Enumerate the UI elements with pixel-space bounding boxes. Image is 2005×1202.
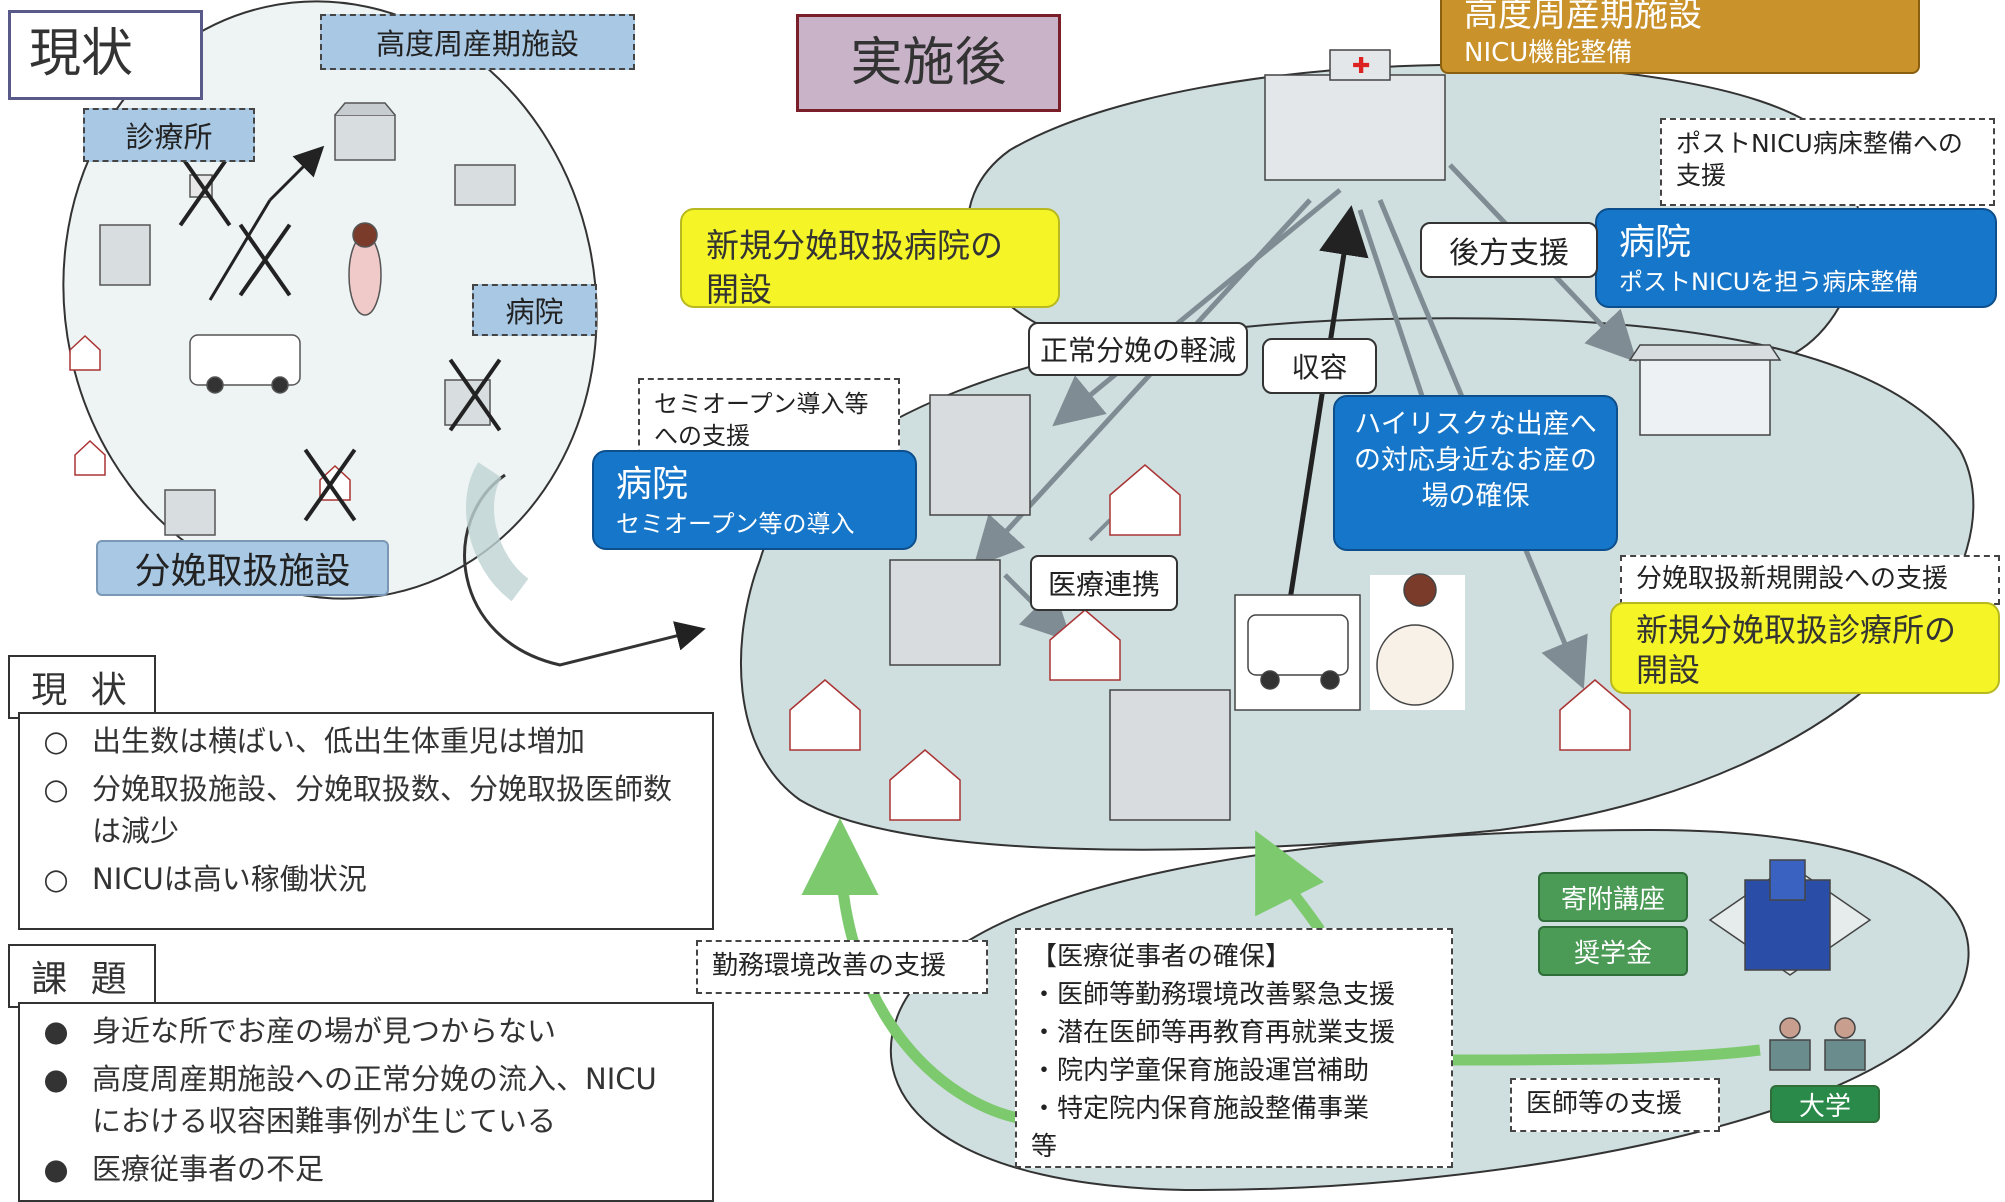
nicu-bubble-subtitle: NICU機能整備 [1464, 38, 1633, 68]
status-item: ○ 出生数は横ばい、低出生体重児は増加 [20, 720, 712, 762]
status-text: 出生数は横ばい、低出生体重児は増加 [92, 724, 586, 758]
university-label: 大学 [1770, 1085, 1880, 1123]
issues-header: 課 題 [8, 944, 156, 1008]
current-title: 現状 [8, 10, 203, 100]
secure-staff-item: ・院内学童保育施設運営補助 [1031, 1056, 1370, 1086]
issues-item: ● 医療従事者の不足 [20, 1148, 712, 1190]
tag-high-perinatal: 高度周産期施設 [320, 14, 635, 70]
tag-clinic: 診療所 [83, 108, 255, 162]
high-risk-bubble: ハイリスクな出産への対応身近なお産の場の確保 [1333, 395, 1618, 551]
issues-marker: ● [43, 1152, 69, 1186]
new-hospital-bubble: 新規分娩取扱病院の開設 [680, 208, 1060, 309]
work-env-support: 勤務環境改善の支援 [696, 940, 988, 994]
closed-facility-x-4 [295, 450, 365, 520]
backup-support-label: 後方支援 [1420, 222, 1598, 278]
secure-staff-box: 【医療従事者の確保】 ・医師等勤務環境改善緊急支援 ・潜在医師等再教育再就業支援… [1015, 928, 1453, 1168]
tag-hospital: 病院 [472, 284, 597, 336]
green-arrow-middle [1255, 830, 1325, 934]
status-body: ○ 出生数は横ばい、低出生体重児は増加 ○ 分娩取扱施設、分娩取扱数、分娩取扱医師数… [18, 712, 714, 930]
arrow-ambulance-to-nicu [1287, 205, 1369, 601]
nicu-bubble-title: 高度周産期施設 [1464, 0, 1702, 35]
semi-open-hospital-title: 病院 [616, 464, 689, 505]
semi-open-hospital-bubble: 病院 セミオープン等の導入 [592, 450, 917, 550]
nicu-bubble: 高度周産期施設 NICU機能整備 [1440, 0, 1920, 74]
issues-item: ● 身近な所でお産の場が見つからない [20, 1010, 712, 1052]
post-nicu-hospital-subtitle: ポストNICUを担う病床整備 [1619, 268, 1919, 296]
endowed-chair-box: 寄附講座 [1538, 872, 1688, 922]
status-marker: ○ [43, 772, 69, 806]
admission-label: 収容 [1262, 338, 1377, 394]
medical-cooperation-label: 医療連携 [1030, 555, 1178, 611]
green-arrow-university [1449, 1044, 1761, 1066]
arrow-nicu-to-hospital1 [1052, 188, 1342, 427]
secure-staff-item: ・潜在医師等再教育再就業支援 [1031, 1018, 1396, 1048]
closed-clinic-x-1 [170, 155, 240, 225]
after-title: 実施後 [796, 14, 1061, 112]
arrow-hospital-to-house [1088, 518, 1112, 542]
status-marker: ○ [43, 724, 69, 758]
closed-hospital-x-3 [440, 360, 510, 430]
issues-text: 医療従事者の不足 [92, 1152, 325, 1186]
after-buildings: ✚ [789, 49, 1872, 1071]
new-clinic-support: 分娩取扱新規開設への支援 [1620, 555, 2000, 605]
normal-delivery-reduction-label: 正常分娩の軽減 [1028, 322, 1248, 376]
scholarship-box: 奨学金 [1538, 926, 1688, 976]
issues-marker: ● [43, 1014, 69, 1048]
issues-marker: ● [43, 1062, 69, 1096]
post-nicu-hospital-title: 病院 [1619, 222, 1692, 263]
post-nicu-support: ポストNICU病床整備への支援 [1660, 118, 1995, 206]
issues-item: ● 高度周産期施設への正常分娩の流入、NICUにおける収容困難事例が生じている [20, 1058, 712, 1142]
svg-text:✚: ✚ [1352, 54, 1370, 79]
status-item: ○ NICUは高い稼働状況 [20, 858, 712, 900]
status-marker: ○ [43, 862, 69, 896]
semi-open-hospital-subtitle: セミオープン等の導入 [616, 510, 855, 538]
status-text: NICUは高い稼働状況 [92, 862, 367, 896]
issues-text: 身近な所でお産の場が見つからない [92, 1014, 557, 1048]
status-item: ○ 分娩取扱施設、分娩取扱数、分娩取扱医師数は減少 [20, 768, 712, 852]
status-header: 現 状 [8, 655, 156, 719]
post-nicu-hospital-bubble: 病院 ポストNICUを担う病床整備 [1595, 208, 1997, 308]
secure-staff-item: ・医師等勤務環境改善緊急支援 [1031, 980, 1396, 1010]
secure-staff-item: ・特定院内保育施設整備事業 [1031, 1094, 1370, 1124]
tag-delivery-facility: 分娩取扱施設 [96, 540, 389, 596]
issues-text: 高度周産期施設への正常分娩の流入、NICUにおける収容困難事例が生じている [92, 1062, 657, 1138]
issues-body: ● 身近な所でお産の場が見つからない ● 高度周産期施設への正常分娩の流入、NICU… [18, 1002, 714, 1202]
green-arrow-left [801, 818, 1031, 1126]
new-clinic-bubble: 新規分娩取扱診療所の開設 [1610, 602, 2000, 694]
closed-facility-x-2 [230, 225, 300, 295]
secure-staff-heading: 【医療従事者の確保】 [1031, 942, 1292, 972]
doctor-support-label: 医師等の支援 [1510, 1078, 1720, 1132]
arrow-nicu-to-hospital2 [973, 198, 1312, 568]
status-text: 分娩取扱施設、分娩取扱数、分娩取扱医師数は減少 [92, 772, 673, 848]
secure-staff-item: 等 [1031, 1132, 1058, 1162]
